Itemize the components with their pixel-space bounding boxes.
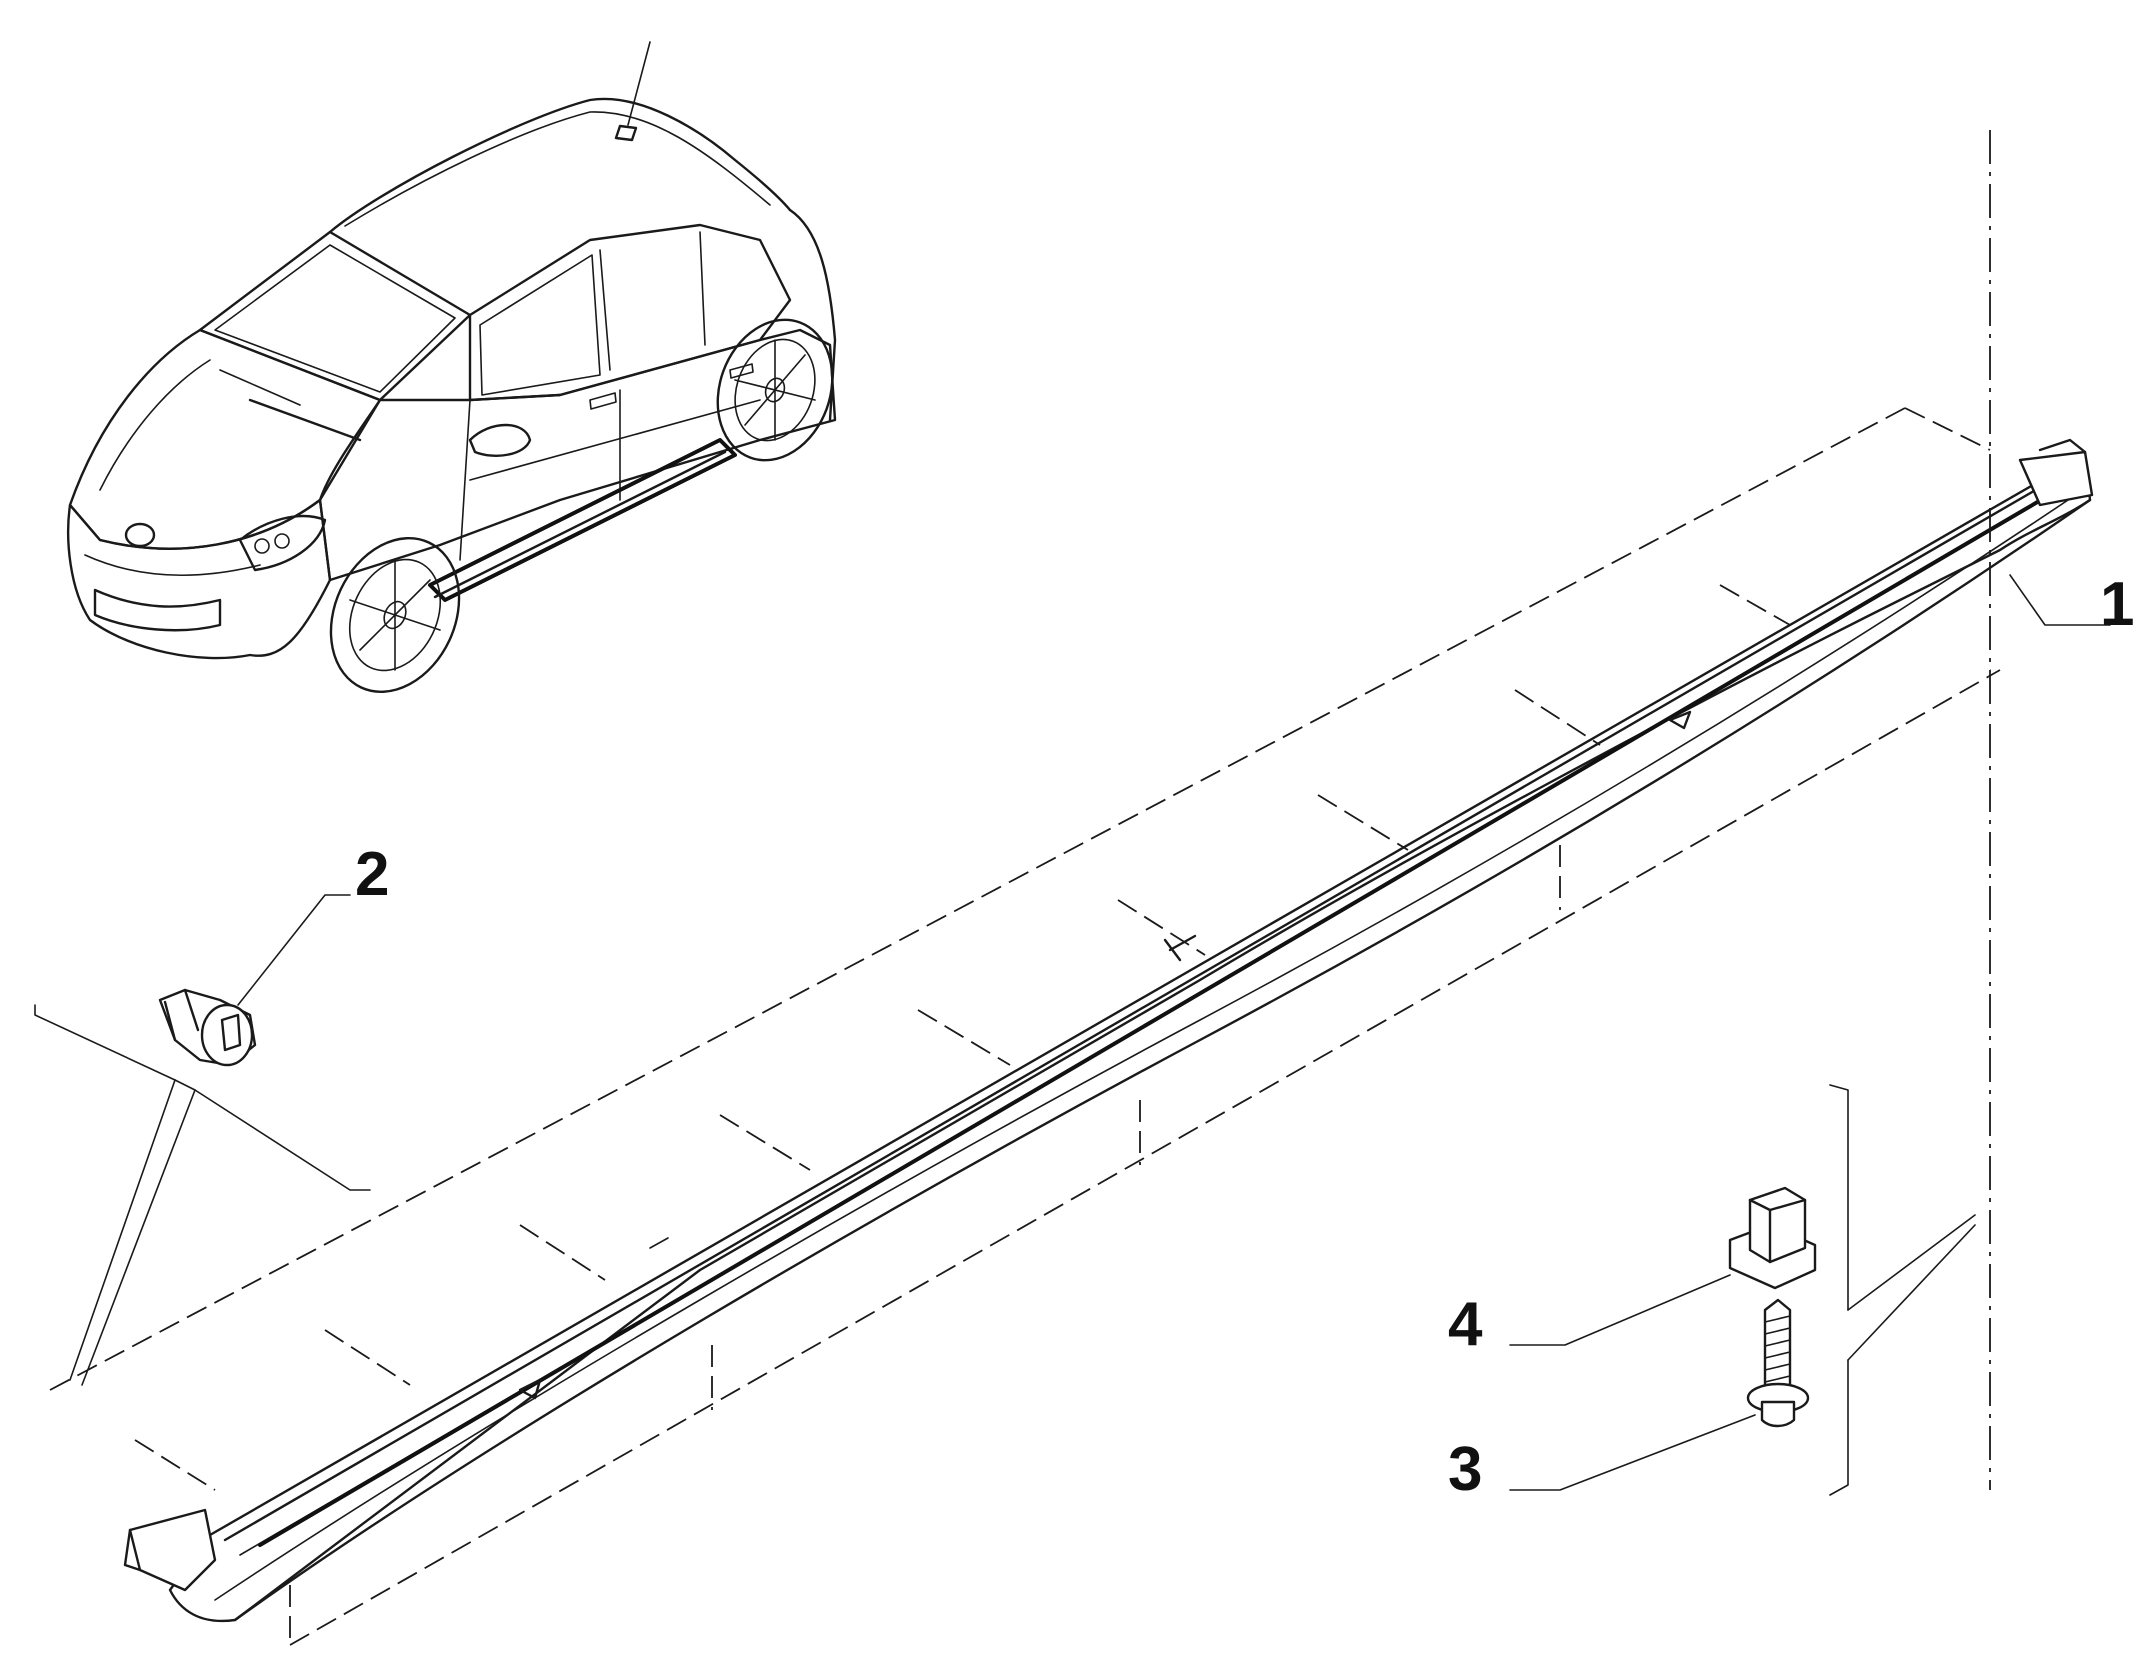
callout-3: 3: [1448, 1435, 1482, 1504]
left-bracket-lines: [34, 1004, 371, 1386]
screw: [1746, 1298, 1810, 1428]
right-bracket-lines: [1829, 1084, 1976, 1496]
callout-2: 2: [355, 840, 389, 909]
leader-lines: [237, 574, 2111, 1491]
callout-numbers: 1 2 4 3: [355, 570, 2134, 1504]
callout-4: 4: [1448, 1290, 1483, 1359]
push-clip: [158, 988, 257, 1067]
vehicle-illustration: [67, 41, 837, 694]
assembly-guide-lines: [49, 130, 2001, 1646]
square-nut: [1728, 1186, 1817, 1290]
callout-1: 1: [2100, 570, 2134, 639]
side-sill-trim: [123, 438, 2094, 1623]
